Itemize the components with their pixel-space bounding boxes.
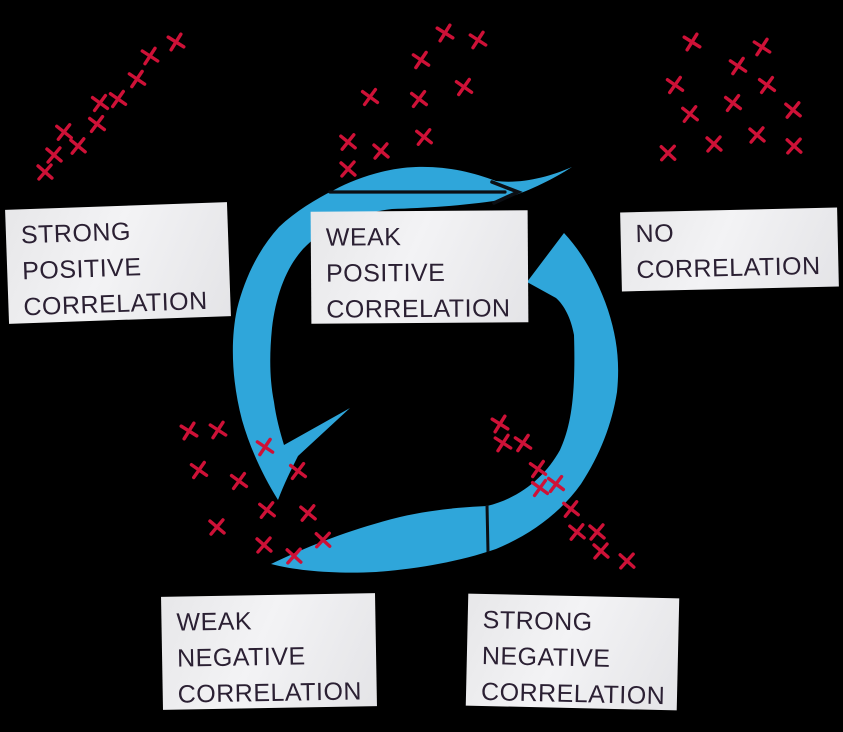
scatter-no-correlation <box>659 32 803 162</box>
x-marker-icon <box>45 146 63 164</box>
label-line: CORRELATION <box>23 286 209 322</box>
x-marker-icon <box>166 32 186 52</box>
x-marker-icon <box>90 93 110 113</box>
x-marker-icon <box>189 460 209 480</box>
x-marker-icon <box>530 478 550 498</box>
x-marker-icon <box>299 504 317 522</box>
x-marker-icon <box>784 101 802 119</box>
x-marker-icon <box>528 459 548 479</box>
label-line: POSITIVE <box>325 258 446 288</box>
x-marker-icon <box>127 69 147 89</box>
x-marker-icon <box>339 160 357 178</box>
x-marker-icon <box>568 523 586 541</box>
x-marker-icon <box>659 144 677 162</box>
x-marker-icon <box>360 87 380 107</box>
x-marker-icon <box>258 501 276 519</box>
x-marker-icon <box>288 461 308 481</box>
x-marker-icon <box>748 126 766 144</box>
scatter-strong-positive <box>36 32 186 181</box>
x-marker-icon <box>108 89 128 109</box>
scatter-weak-positive <box>339 23 488 178</box>
x-marker-icon <box>705 135 723 153</box>
label-weak-positive-correlation: WEAK POSITIVE CORRELATION <box>310 210 529 324</box>
x-marker-icon <box>757 75 777 95</box>
x-marker-icon <box>588 523 606 541</box>
x-marker-icon <box>546 474 566 494</box>
x-marker-icon <box>179 421 199 441</box>
x-marker-icon <box>592 542 610 560</box>
x-marker-icon <box>435 23 455 43</box>
label-line: STRONG <box>482 605 593 637</box>
black-arrow-head-icon <box>490 180 523 205</box>
x-marker-icon <box>409 89 429 109</box>
x-marker-icon <box>682 32 702 52</box>
x-marker-icon <box>490 414 510 434</box>
x-marker-icon <box>411 50 431 70</box>
label-line: CORRELATION <box>636 251 821 285</box>
label-strong-negative-correlation: STRONG NEGATIVE CORRELATION <box>465 593 680 711</box>
label-line: NEGATIVE <box>176 642 306 673</box>
x-marker-icon <box>208 420 228 440</box>
x-marker-icon <box>87 114 107 134</box>
x-marker-icon <box>285 547 303 565</box>
x-marker-icon <box>681 105 699 123</box>
x-marker-icon <box>723 93 743 113</box>
x-marker-icon <box>752 37 772 57</box>
label-line: CORRELATION <box>326 294 511 324</box>
x-marker-icon <box>493 433 513 453</box>
label-line: CORRELATION <box>177 677 363 709</box>
x-marker-icon <box>785 137 803 155</box>
label-no-correlation: NO CORRELATION <box>620 207 839 292</box>
label-line: WEAK <box>325 223 402 252</box>
x-marker-icon <box>140 46 160 66</box>
label-weak-negative-correlation: WEAK NEGATIVE CORRELATION <box>161 593 377 710</box>
x-marker-icon <box>208 518 226 536</box>
scatter-strong-negative <box>490 414 636 570</box>
x-marker-icon <box>55 123 73 141</box>
x-marker-icon <box>728 56 748 76</box>
scatter-weak-negative <box>179 420 332 565</box>
x-marker-icon <box>468 30 488 50</box>
x-marker-icon <box>255 437 275 457</box>
x-marker-icon <box>618 552 636 570</box>
x-marker-icon <box>229 471 249 491</box>
x-marker-icon <box>415 128 433 146</box>
x-marker-icon <box>562 500 580 518</box>
ring-seam-line-icon <box>485 504 490 553</box>
label-line: WEAK <box>176 607 253 637</box>
label-line: NEGATIVE <box>481 641 611 673</box>
label-line: NO <box>635 219 675 249</box>
x-marker-icon <box>69 137 87 155</box>
x-marker-icon <box>513 433 533 453</box>
x-marker-icon <box>339 133 357 151</box>
x-marker-icon <box>454 77 474 97</box>
x-marker-icon <box>255 536 273 554</box>
x-marker-icon <box>665 75 685 95</box>
label-strong-positive-correlation: STRONG POSITIVE CORRELATION <box>5 202 231 324</box>
x-marker-icon <box>372 142 390 160</box>
x-marker-icon <box>314 531 332 549</box>
cycle-arrow-left-arc-icon <box>232 166 572 500</box>
x-marker-icon <box>36 163 54 181</box>
cycle-arrow-right-arc-icon <box>271 233 619 573</box>
label-line: CORRELATION <box>480 677 666 711</box>
